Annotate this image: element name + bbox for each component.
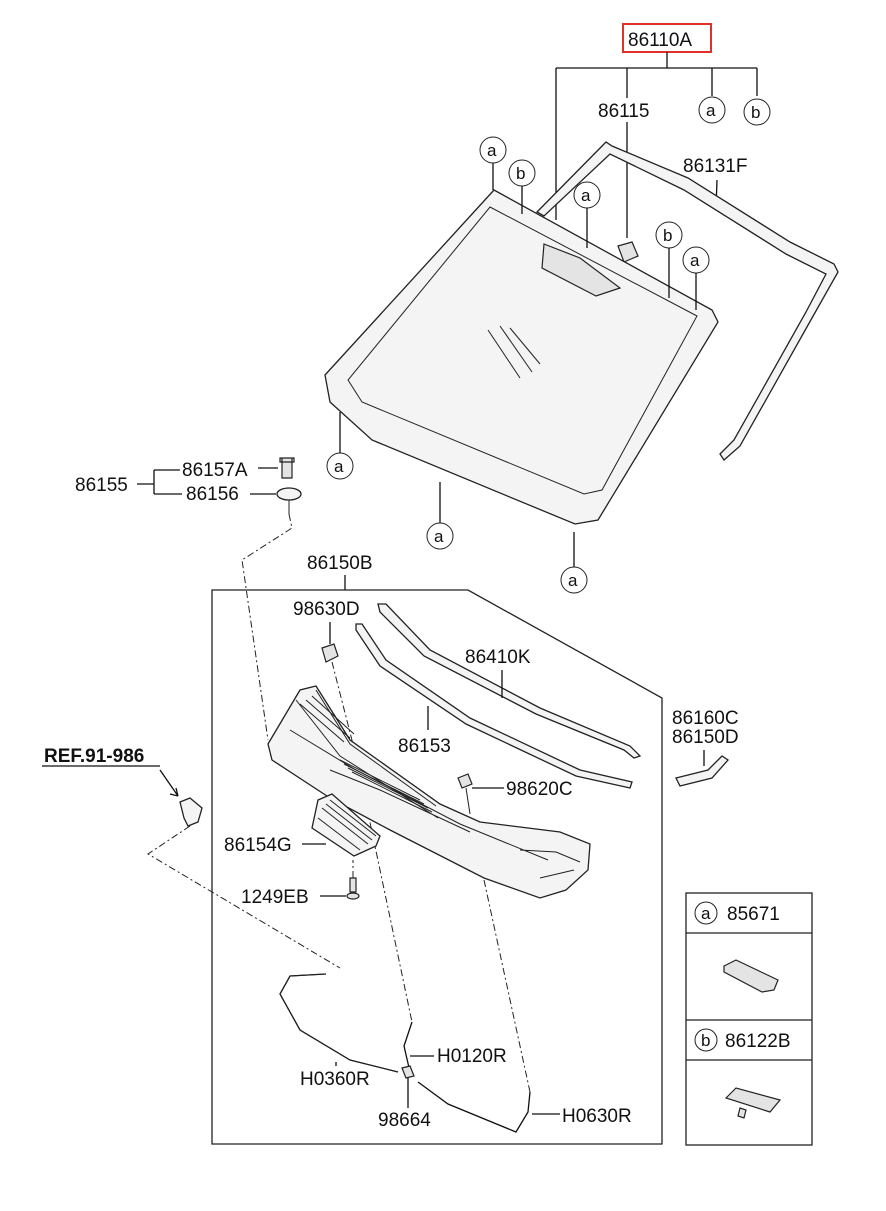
cowl-panel-detail — [289, 689, 581, 879]
windshield-reflection — [487, 325, 541, 379]
label-H0360R[interactable]: H0360R — [300, 1069, 370, 1090]
label-98630D[interactable]: 98630D — [293, 599, 360, 620]
svg-text:a: a — [581, 186, 591, 205]
svg-text:a: a — [706, 101, 716, 120]
label-98664[interactable]: 98664 — [378, 1110, 431, 1131]
label-86154G[interactable]: 86154G — [224, 835, 292, 856]
callout-b-top: b — [743, 98, 771, 126]
hose-H0120R — [403, 1021, 413, 1073]
callout-a-6: a — [560, 532, 588, 594]
label-86155[interactable]: 86155 — [75, 475, 128, 496]
label-86160C[interactable]: 86160C — [672, 708, 739, 729]
dash-86156-to-cowl — [241, 513, 293, 741]
connector-98664 — [401, 1065, 415, 1079]
nozzle-98630D — [321, 643, 339, 663]
label-86115[interactable]: 86115 — [598, 101, 649, 122]
connector-98620C — [457, 773, 473, 789]
svg-text:b: b — [516, 164, 525, 183]
hose-H0630R — [417, 1081, 531, 1133]
legend-b-part[interactable]: 86122B — [725, 1031, 791, 1052]
label-86131F[interactable]: 86131F — [683, 156, 747, 177]
bracket-86155 — [137, 469, 182, 495]
label-86150B[interactable]: 86150B — [307, 553, 373, 574]
cowl-group-frame — [211, 589, 663, 1145]
label-REF-91-986[interactable]: REF.91-986 — [44, 746, 144, 767]
dash-to-H0630R — [483, 879, 531, 1093]
dash-REF-to-hose — [147, 825, 341, 969]
label-86157A[interactable]: 86157A — [182, 460, 248, 481]
screw-1249EB-head — [346, 892, 360, 900]
label-98620C[interactable]: 98620C — [506, 779, 573, 800]
part-85671-icon — [723, 959, 779, 993]
svg-text:b: b — [663, 226, 672, 245]
label-86153[interactable]: 86153 — [398, 736, 451, 757]
svg-text:b: b — [751, 103, 760, 122]
weatherstrip-86410K — [377, 603, 642, 759]
dash-98630D — [331, 661, 413, 1023]
hose-H0360R-inner — [279, 973, 399, 1073]
grommet-86156 — [276, 487, 302, 501]
callout-b-2: b — [655, 221, 683, 298]
callout-a-2: a — [573, 181, 601, 248]
callout-a-top: a — [698, 96, 726, 124]
molding-86131F — [535, 141, 839, 461]
cover-86160C — [675, 755, 729, 787]
callout-a-5: a — [426, 482, 454, 550]
label-H0630R[interactable]: H0630R — [562, 1106, 632, 1127]
svg-text:b: b — [701, 1031, 710, 1050]
clip-86157A — [279, 457, 295, 479]
mirror-bracket-86115 — [617, 241, 639, 263]
svg-text:a: a — [434, 527, 444, 546]
legend-a-part[interactable]: 85671 — [727, 904, 780, 925]
label-1249EB[interactable]: 1249EB — [241, 887, 309, 908]
bracket-86110A — [555, 52, 758, 220]
label-86150D[interactable]: 86150D — [672, 727, 739, 748]
legend-box — [685, 892, 813, 1146]
callout-a-1: a — [479, 136, 507, 190]
svg-text:a: a — [568, 571, 578, 590]
label-86410K[interactable]: 86410K — [465, 647, 531, 668]
svg-text:a: a — [487, 141, 497, 160]
bracket-86154G-ribs — [317, 799, 377, 851]
svg-text:a: a — [334, 457, 344, 476]
hose-H0360R — [279, 973, 399, 1073]
cowl-panel — [267, 685, 591, 899]
label-H0120R[interactable]: H0120R — [437, 1046, 507, 1067]
ref-connector — [179, 797, 203, 827]
callout-a-3: a — [682, 246, 710, 310]
mirror-mount-area — [541, 243, 622, 297]
part-86122B-icon — [724, 1087, 782, 1119]
svg-text:a: a — [690, 251, 700, 270]
arrow-REF — [159, 769, 179, 797]
legend-a: a 85671 — [694, 901, 780, 993]
callout-a-4: a — [326, 412, 354, 480]
connector-98620C-stem — [465, 787, 471, 815]
callout-b-1: b — [508, 159, 536, 214]
seal-86153 — [355, 623, 633, 789]
svg-text:a: a — [701, 904, 711, 923]
legend-b: b 86122B — [694, 1028, 791, 1119]
label-86156[interactable]: 86156 — [186, 484, 239, 505]
screw-1249EB — [349, 877, 357, 893]
cowl-vent-grille — [299, 695, 433, 813]
windshield-inner — [347, 206, 698, 495]
label-86110A[interactable]: 86110A — [628, 30, 692, 51]
